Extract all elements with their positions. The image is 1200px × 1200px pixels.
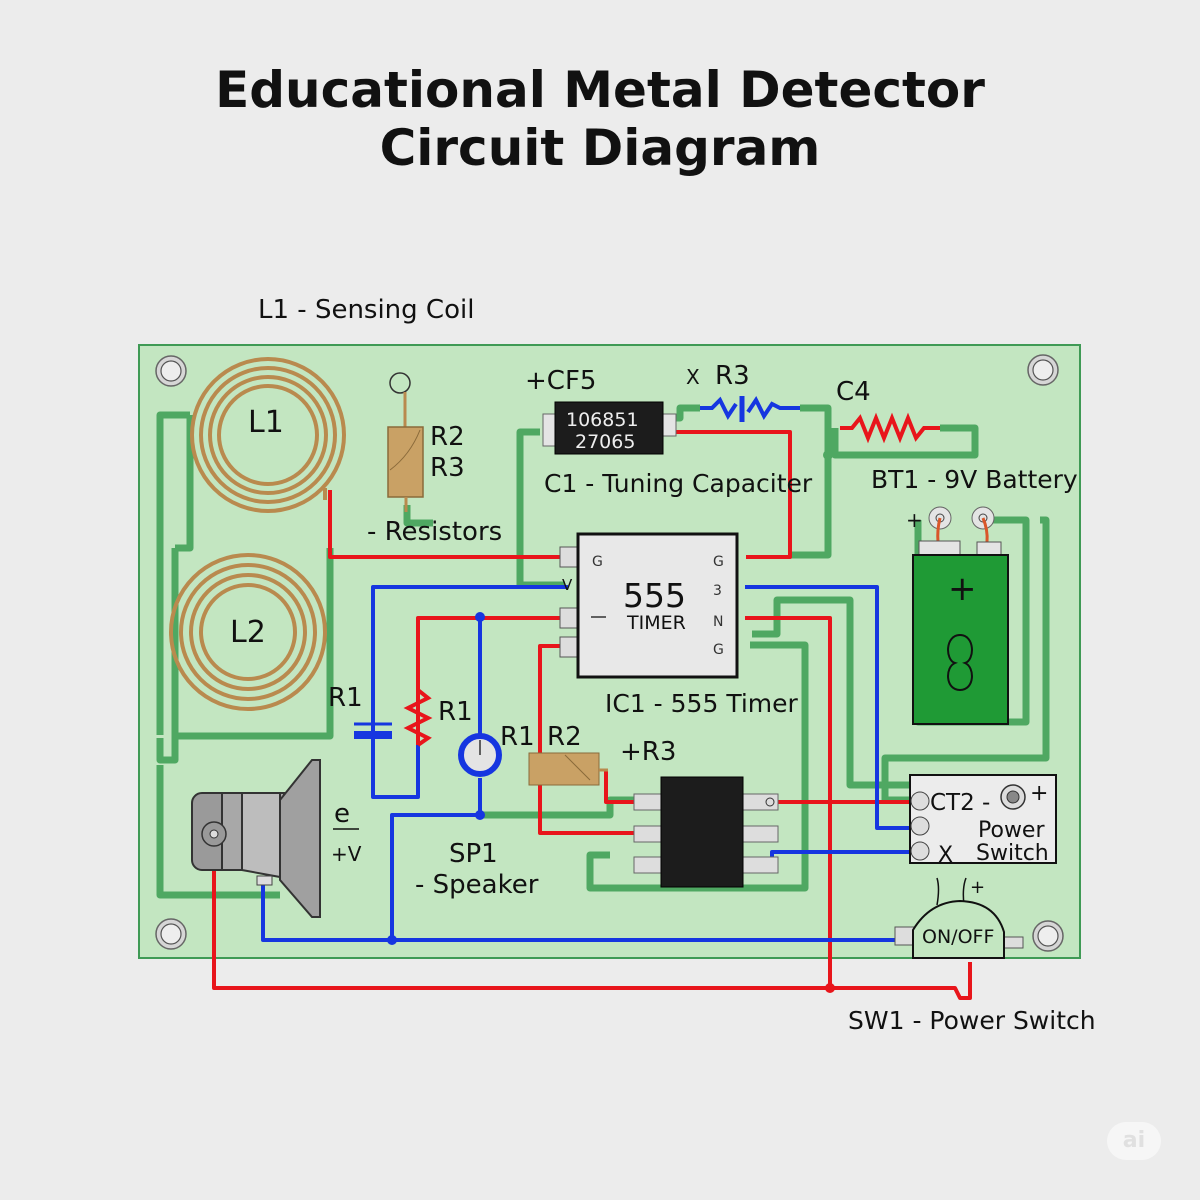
timer-number-label: 555: [623, 576, 686, 615]
trace-left-step: [156, 735, 179, 764]
coil-l2-label: L2: [230, 615, 266, 650]
battery-terminal-plus-icon: +: [906, 508, 923, 532]
tuning-capacitor-label: C1 - Tuning Capaciter: [544, 469, 813, 498]
resistor-r2-icon: [528, 752, 608, 786]
timer-word-label: TIMER: [626, 612, 686, 634]
tuning-capacitor-icon: [542, 401, 677, 455]
mounting-hole-icon: [1027, 354, 1059, 386]
wire-speaker-onoff: [261, 880, 900, 942]
coil-l2-icon: [169, 553, 327, 711]
speaker-symbol-bottom: +V: [331, 842, 362, 866]
junction-dot: [475, 612, 485, 622]
speaker-symbol-top: e: [334, 799, 350, 829]
svg-text:3: 3: [713, 583, 722, 599]
resistor-r1-icon: [403, 665, 433, 747]
onoff-plus-icon: +: [970, 877, 985, 898]
trace-l1-loop: [175, 415, 194, 552]
ct2-plus-icon: +: [1030, 781, 1048, 806]
junction-dot: [825, 983, 835, 993]
diagram-title-line2: Circuit Diagram: [379, 119, 821, 177]
sw1-label: SW1 - Power Switch: [848, 1006, 1096, 1035]
capacitor-code-line2: 27065: [575, 431, 635, 453]
ic-8pin-icon: [633, 776, 779, 888]
potentiometer-r1-icon: [458, 733, 502, 777]
wire-pot-bottom: [390, 778, 482, 940]
cf5-label: +CF5: [525, 366, 596, 396]
blue-wires: [261, 585, 916, 942]
switch-label: Switch: [976, 841, 1049, 866]
trace-ic2-bottom: [586, 641, 809, 892]
trace-c4-loop: [831, 424, 979, 459]
trace-r3-right: [790, 404, 832, 559]
coil-l1-icon: [190, 357, 346, 513]
wire-timer-ct2: [745, 585, 916, 830]
trace-left-outer: [156, 411, 190, 735]
ct2-switch-box[interactable]: [909, 774, 1057, 864]
mounting-hole-icon: [1032, 920, 1064, 952]
svg-text:N: N: [713, 614, 723, 630]
battery-label: BT1 - 9V Battery: [871, 465, 1078, 494]
r1-pot-label: R1: [500, 722, 535, 752]
r3-top-label: R3: [715, 361, 750, 391]
resistor-r2-label: R2: [430, 422, 465, 452]
svg-text:G: G: [713, 642, 724, 658]
ct2-label: CT2 -: [930, 790, 990, 816]
wire-timer-down: [745, 616, 832, 990]
sensing-coil-label: L1 - Sensing Coil: [258, 295, 474, 325]
c4-zigzag-icon: [840, 412, 940, 444]
onoff-label: ON/OFF: [922, 926, 994, 948]
onoff-switch[interactable]: [894, 877, 1024, 959]
power-label: Power: [978, 818, 1045, 843]
capacitor-code-line1: 106851: [566, 409, 639, 431]
green-traces: [156, 404, 1050, 899]
diagram-title-line1: Educational Metal Detector: [215, 61, 985, 119]
r1-capacitor-label: R1: [328, 683, 363, 713]
svg-text:G: G: [713, 554, 724, 570]
capacitor-r1-icon: [354, 722, 392, 739]
mounting-hole-icon: [155, 918, 187, 950]
c4-label: C4: [836, 377, 871, 407]
switch-x-icon: X: [938, 843, 953, 868]
battery-plus-icon: +: [948, 569, 977, 609]
trace-l2-box: [171, 548, 334, 740]
r3-top-prefix-icon: X: [686, 365, 700, 389]
resistor-r3-label: R3: [430, 453, 465, 483]
junction-dot: [823, 450, 833, 460]
trace-speaker-box: [156, 765, 280, 899]
resistor-r3-top-icon: [700, 396, 800, 422]
timer-label: IC1 - 555 Timer: [605, 689, 798, 718]
resistors-label: - Resistors: [367, 517, 502, 547]
timer-555-icon: G G 3 N G: [559, 532, 739, 679]
mounting-hole-icon: [155, 355, 187, 387]
mounting-holes: [155, 354, 1064, 952]
coil-l1-label: L1: [248, 405, 284, 440]
r1-resistor-label: R1: [438, 697, 473, 727]
junction-dot: [387, 935, 397, 945]
wire-timer-ic2: [538, 644, 648, 835]
red-wires: [212, 430, 972, 1000]
resistor-r2-r3-icon: [387, 372, 424, 512]
wire-l1-timer: [328, 490, 568, 559]
trace-timer-right: [752, 596, 910, 789]
speaker-label: - Speaker: [415, 870, 539, 900]
speaker-icon: [191, 759, 321, 918]
wire-cap-loop: [371, 585, 568, 799]
r3-mid-label: +R3: [620, 737, 676, 767]
battery-icon: [912, 506, 1009, 725]
sp1-label: SP1: [449, 839, 498, 869]
wire-speaker-switch: [212, 832, 972, 1000]
svg-text:G: G: [592, 554, 603, 570]
timer-pin-v-label: V: [562, 576, 573, 594]
watermark-badge: ai: [1107, 1122, 1161, 1160]
wire-cap-timer: [668, 430, 792, 559]
r2-mid-label: R2: [547, 722, 582, 752]
junction-dot: [475, 810, 485, 820]
